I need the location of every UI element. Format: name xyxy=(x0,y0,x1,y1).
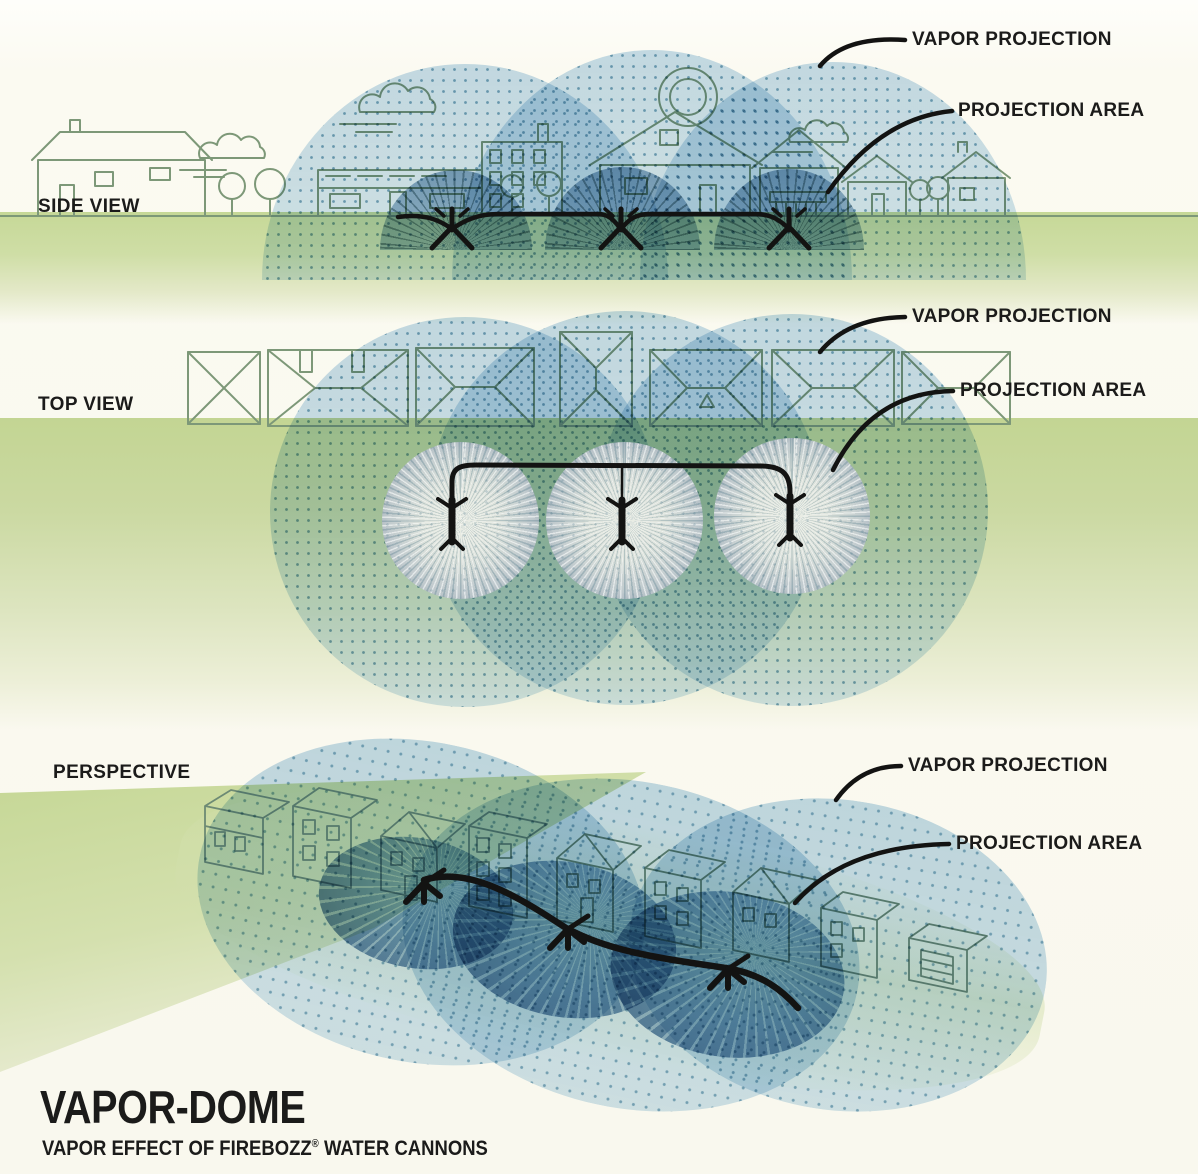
tree xyxy=(218,172,246,217)
top-vapor-projection-callout: VAPOR PROJECTION xyxy=(912,306,1112,327)
registered-mark: ® xyxy=(311,1138,319,1150)
page-subtitle: VAPOR EFFECT OF FIREBOZZ® WATER CANNONS xyxy=(42,1137,488,1161)
top-view-label: TOP VIEW xyxy=(38,394,134,415)
subtitle-prefix: VAPOR EFFECT OF FIREBOZZ xyxy=(42,1137,312,1160)
persp-vapor-projection-callout: VAPOR PROJECTION xyxy=(908,755,1108,776)
top-projection-area-3 xyxy=(714,438,870,594)
side-projection-area-callout: PROJECTION AREA xyxy=(958,100,1145,121)
persp-projection-area-callout: PROJECTION AREA xyxy=(956,833,1143,854)
top-projection-area-callout: PROJECTION AREA xyxy=(960,380,1147,401)
perspective-label: PERSPECTIVE xyxy=(53,762,191,783)
leader-persp-vapor xyxy=(833,763,904,803)
subtitle-suffix: WATER CANNONS xyxy=(318,1137,488,1160)
roof-square xyxy=(187,351,261,425)
side-view-label: SIDE VIEW xyxy=(38,196,140,217)
side-vapor-projection-callout: VAPOR PROJECTION xyxy=(912,29,1112,50)
top-projection-area-2 xyxy=(546,442,703,599)
top-projection-area-1 xyxy=(382,442,539,599)
page-title: VAPOR-DOME xyxy=(40,1081,306,1133)
